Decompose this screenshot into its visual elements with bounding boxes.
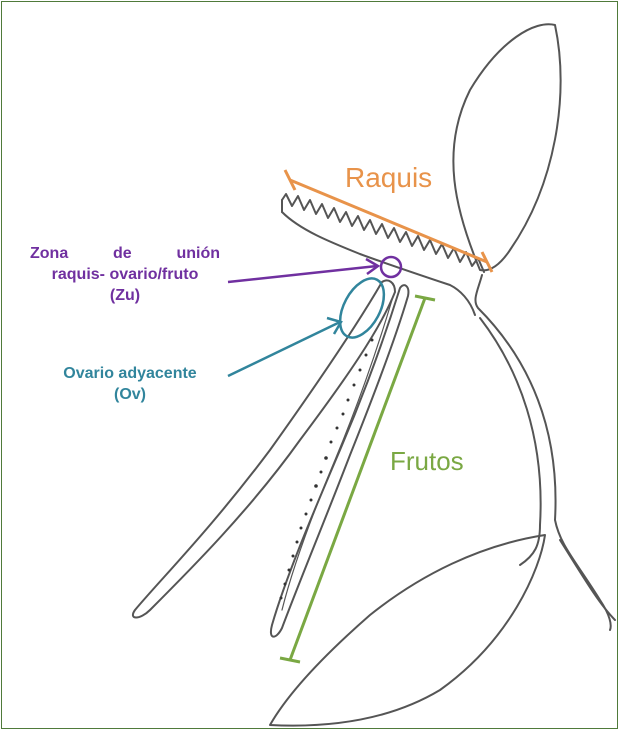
zona-union-line3: (Zu) xyxy=(30,286,220,307)
upper-leaf xyxy=(453,24,560,270)
zona-union-label: Zona de unión raquis- ovario/fruto (Zu) xyxy=(30,244,220,306)
ovario-marker xyxy=(228,271,393,376)
central-fruit-inner xyxy=(282,300,392,610)
ovario-line2: (Ov) xyxy=(40,385,220,406)
ovario-line1: Ovario adyacente xyxy=(40,364,220,385)
frutos-bracket xyxy=(280,296,435,662)
left-fruit xyxy=(133,280,395,617)
ovario-adyacente-label: Ovario adyacente (Ov) xyxy=(40,364,220,406)
lower-leaf xyxy=(270,535,545,726)
zona-union-word: unión xyxy=(176,244,220,265)
raquis-label: Raquis xyxy=(345,160,432,196)
main-stem xyxy=(475,275,610,630)
zona-union-line2: raquis- ovario/fruto xyxy=(30,265,220,286)
zona-union-line1: Zona de unión xyxy=(30,244,220,265)
central-fruit xyxy=(271,285,408,636)
main-stem-inner xyxy=(480,318,541,565)
zona-union-word: de xyxy=(113,244,132,265)
frutos-label: Frutos xyxy=(390,445,464,479)
rachis-lower xyxy=(282,212,475,315)
zona-union-word: Zona xyxy=(30,244,68,265)
